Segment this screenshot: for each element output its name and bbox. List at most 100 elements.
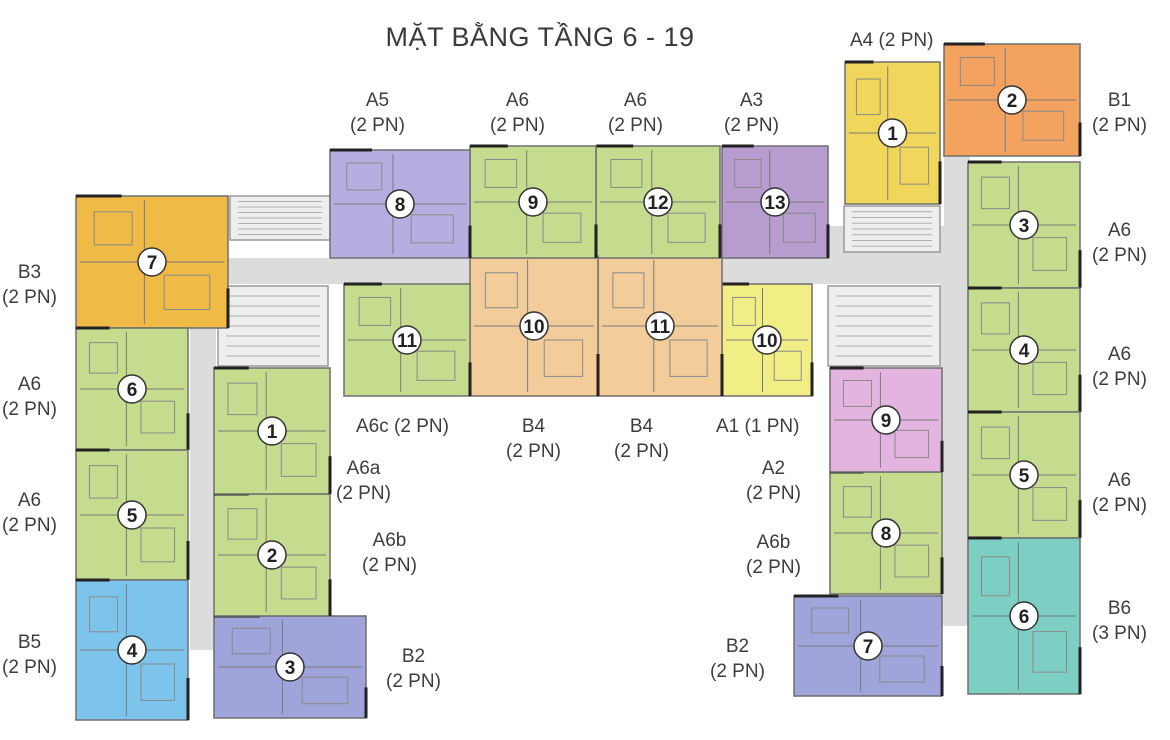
room-outline	[899, 146, 930, 185]
room-outline	[484, 158, 518, 188]
unit-number: 4	[1019, 341, 1030, 362]
room-outline	[980, 426, 1010, 460]
room-outline	[1032, 361, 1068, 396]
label-a6-right-4: A6(2 PN)	[1092, 344, 1147, 390]
unit-number: 6	[1019, 607, 1030, 628]
unit-number-badge	[117, 374, 147, 404]
room-outline	[894, 544, 930, 578]
room-outline	[140, 527, 176, 563]
room-outline	[855, 78, 881, 116]
room-outline	[732, 296, 756, 326]
room-outline	[1032, 487, 1068, 521]
room-outline	[140, 400, 176, 434]
unit-number: 5	[1019, 466, 1030, 487]
unit-number: 10	[756, 331, 777, 352]
unit-number: 9	[881, 411, 892, 432]
unit-number-badge	[643, 187, 673, 217]
room-outline	[301, 676, 349, 705]
unit-number-badge	[257, 540, 287, 570]
room-outline	[612, 272, 645, 309]
label-a6-left-6: A6(2 PN)	[2, 374, 57, 420]
unit-number-badge	[1009, 335, 1039, 365]
unit-number: 4	[127, 641, 138, 662]
label-a6-right-3: A6(2 PN)	[1092, 220, 1147, 266]
label-a3: A3(2 PN)	[724, 90, 779, 136]
room-outline	[959, 56, 995, 86]
room-outline	[980, 556, 1010, 597]
unit-number-badge	[392, 325, 422, 355]
unit-number: 5	[127, 506, 138, 527]
room-outline	[1022, 110, 1065, 141]
unit-number-badge	[117, 500, 147, 530]
room-outline	[358, 296, 392, 326]
unit-number-badge	[518, 187, 548, 217]
unit-number: 13	[764, 193, 785, 214]
unit-number-badge	[385, 189, 415, 219]
room-outline	[1032, 237, 1068, 271]
label-b1: B1(2 PN)	[1092, 90, 1147, 136]
page-title: MẶT BẰNG TẦNG 6 - 19	[385, 22, 695, 52]
unit-number-badge	[257, 416, 287, 446]
unit-number: 7	[147, 253, 158, 274]
unit-number-badge	[137, 247, 167, 277]
unit-number: 8	[881, 524, 892, 545]
unit-number: 12	[647, 193, 668, 214]
label-a6-left-5: A6(2 PN)	[2, 490, 57, 536]
room-outline	[610, 158, 643, 188]
label-b4-right: B4(2 PN)	[614, 416, 669, 462]
room-outline	[88, 596, 118, 633]
room-outline	[140, 663, 176, 701]
label-a6-top-9: A6(2 PN)	[490, 90, 545, 136]
room-outline	[894, 429, 930, 458]
unit-number-badge	[1009, 601, 1039, 631]
room-outline	[879, 655, 925, 683]
unit-number: 7	[863, 637, 874, 658]
corridor	[940, 280, 968, 625]
unit-number-badge	[997, 85, 1027, 115]
unit-number-badge	[853, 631, 883, 661]
room-outline	[163, 274, 211, 311]
label-a5: A5(2 PN)	[350, 90, 405, 136]
label-a6c: A6c (2 PN)	[356, 416, 449, 437]
room-outline	[88, 465, 118, 499]
label-a6-top-12: A6(2 PN)	[608, 90, 663, 136]
label-b4-left: B4(2 PN)	[506, 416, 561, 462]
label-b5: B5(2 PN)	[2, 632, 57, 678]
unit-number: 1	[887, 124, 898, 145]
unit-number: 9	[528, 193, 539, 214]
room-outline	[842, 486, 872, 518]
unit-number-badge	[117, 635, 147, 665]
label-b2-right: B2(2 PN)	[710, 636, 765, 682]
room-outline	[1032, 631, 1068, 673]
unit-number: 2	[267, 546, 278, 567]
room-outline	[667, 212, 706, 243]
unit-number-badge	[519, 311, 549, 341]
room-outline	[543, 339, 584, 377]
room-outline	[773, 350, 802, 381]
label-a6-right-5: A6(2 PN)	[1092, 470, 1147, 516]
unit-number-badge	[275, 652, 305, 682]
label-a4: A4 (2 PN)	[850, 30, 934, 51]
room-outline	[346, 162, 383, 191]
room-outline	[231, 627, 271, 655]
room-outline	[484, 272, 518, 309]
unit-number: 1	[267, 422, 278, 443]
unit-number: 3	[1019, 216, 1030, 237]
unit-number-badge	[871, 405, 901, 435]
unit-number: 10	[523, 317, 544, 338]
unit-number-badge	[645, 311, 675, 341]
label-a6a: A6a(2 PN)	[336, 458, 391, 504]
room-outline	[542, 212, 582, 243]
label-b2-left: B2(2 PN)	[386, 646, 441, 692]
room-outline	[980, 302, 1010, 335]
room-outline	[93, 211, 133, 246]
label-b6: B6(3 PN)	[1092, 598, 1147, 644]
room-outline	[734, 158, 762, 188]
unit-number-badge	[1009, 210, 1039, 240]
room-outline	[280, 443, 317, 477]
room-outline	[782, 212, 816, 243]
unit-number-badge	[871, 518, 901, 548]
unit-number: 11	[650, 317, 671, 338]
